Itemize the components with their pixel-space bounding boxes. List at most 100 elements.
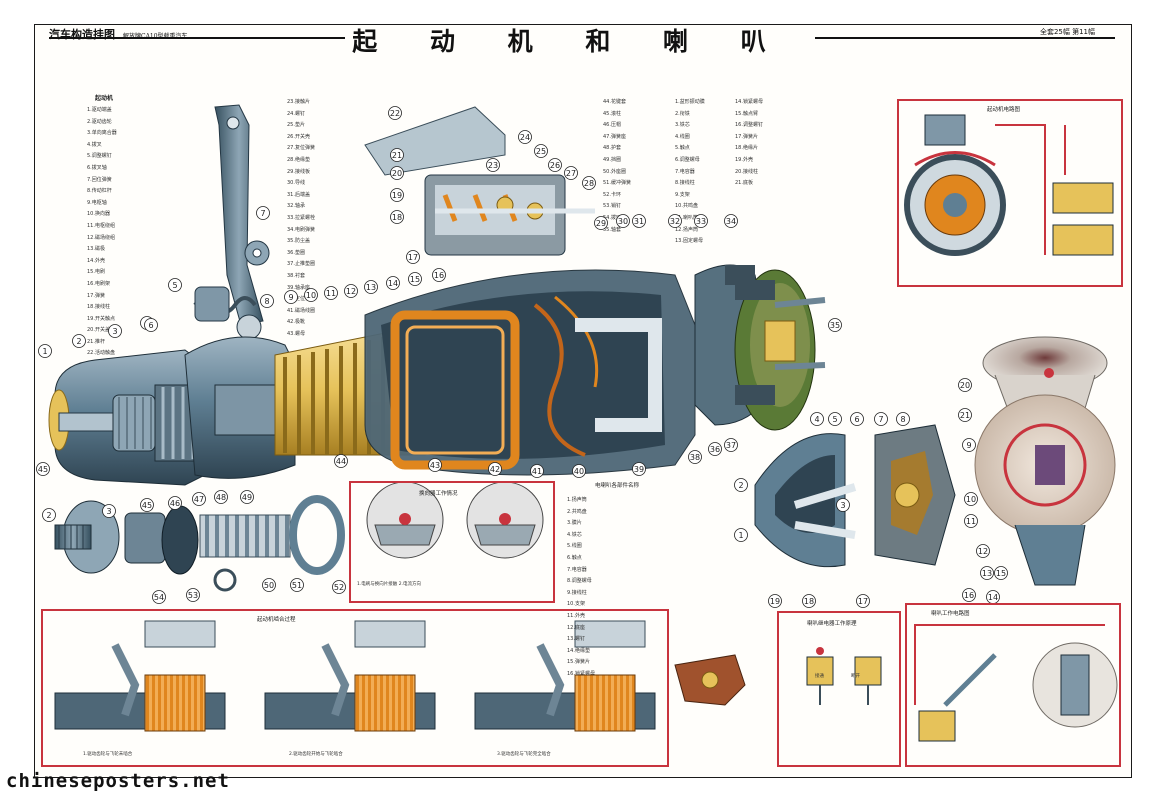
legend-item: 13.固定螺母 [675, 238, 703, 245]
callout-number: 4 [814, 415, 819, 424]
series-subtitle: 解放牌CA10型载重汽车 [123, 33, 188, 40]
legend-item: 48.护套 [603, 145, 621, 152]
legend-item: 6.触点 [567, 554, 582, 561]
header-rule-right [815, 37, 1115, 39]
legend-item: 14.绝缘垫 [567, 647, 590, 654]
callout-number: 28 [584, 179, 594, 188]
relay-caption-off: 断开 [851, 674, 860, 679]
callout-number: 33 [696, 217, 706, 226]
callout-starter-26: 26 [548, 158, 562, 172]
callout-starter-32: 32 [668, 214, 682, 228]
legend-item: 37.止推垫圈 [287, 261, 315, 268]
callout-number: 10 [306, 291, 316, 300]
legend-item: 35.防尘盖 [287, 238, 310, 245]
horn-legend-title: 电喇叭各部件名称 [595, 483, 640, 489]
horn-circuit-box: 喇叭工作电路图 [905, 603, 1121, 767]
callout-number: 1 [42, 347, 47, 356]
legend-item: 53.销钉 [603, 203, 621, 210]
callout-horn-10: 10 [964, 492, 978, 506]
callout-number: 16 [964, 591, 974, 600]
legend-item: 32.轴承 [287, 203, 305, 210]
callout-starter-38: 38 [688, 450, 702, 464]
legend-item: 18.绝缘片 [735, 145, 758, 152]
callout-number: 2 [76, 337, 81, 346]
callout-horn-2: 2 [734, 478, 748, 492]
callout-starter-27: 27 [564, 166, 578, 180]
legend-item: 41.磁场线圈 [287, 307, 315, 314]
lever-spring [193, 286, 262, 340]
legend-item: 15.电刷 [87, 269, 105, 276]
callout-starter-5: 5 [168, 278, 182, 292]
legend-item: 11.电枢绕组 [87, 222, 115, 229]
callout-number: 8 [264, 297, 269, 306]
legend-item: 22.活动触盘 [87, 350, 115, 357]
horn-trumpet [974, 336, 1116, 586]
legend-item: 19.开关触点 [87, 315, 115, 322]
callout-number: 31 [634, 217, 644, 226]
legend-item: 10.换向器 [87, 211, 110, 218]
legend-item: 9.电枢轴 [87, 199, 107, 206]
legend-item: 26.开关壳 [287, 133, 310, 140]
callout-clutch-2: 2 [42, 508, 56, 522]
legend-item: 5.调整螺钉 [87, 153, 112, 160]
callout-horn-16: 16 [962, 588, 976, 602]
legend-item: 39.轴承座 [287, 284, 310, 291]
legend-item: 1.扬声筒 [567, 497, 587, 503]
callout-starter-7: 7 [256, 206, 270, 220]
callout-number: 9 [966, 441, 971, 450]
callout-horn-3: 3 [836, 498, 850, 512]
legend-item: 23.接触片 [287, 99, 310, 105]
callout-number: 29 [596, 219, 606, 228]
callout-number: 50 [264, 581, 274, 590]
legend-item: 21.推杆 [87, 338, 105, 345]
legend-item: 28.绝缘垫 [287, 156, 310, 163]
legend-item: 44.花键套 [603, 99, 626, 105]
legend-item: 12.磁场绕组 [87, 234, 115, 241]
callout-starter-43: 43 [428, 458, 442, 472]
callout-starter-15: 15 [408, 272, 422, 286]
callout-number: 3 [112, 327, 117, 336]
engage-caption-2: 2.驱动齿轮开始与飞轮啮合 [289, 752, 343, 757]
callout-clutch-49: 49 [240, 490, 254, 504]
legend-item: 50.外座圈 [603, 168, 626, 175]
callout-number: 2 [46, 511, 51, 520]
callout-horn-1: 1 [734, 528, 748, 542]
callout-number: 9 [288, 293, 293, 302]
callout-number: 38 [690, 453, 700, 462]
callout-number: 20 [960, 381, 970, 390]
callout-clutch-3: 3 [102, 504, 116, 518]
callout-number: 15 [410, 275, 420, 284]
callout-horn-14: 14 [986, 590, 1000, 604]
callout-number: 10 [966, 495, 976, 504]
callout-starter-17: 17 [406, 250, 420, 264]
callout-number: 22 [390, 109, 400, 118]
legend-item: 13.磁极 [87, 246, 105, 253]
legend-item: 18.接线柱 [87, 304, 110, 311]
engage-sequence-art [54, 620, 656, 732]
callout-horn-5: 5 [828, 412, 842, 426]
legend-item: 16.锁紧螺母 [567, 670, 595, 677]
starter-legend-heading: 起动机 [95, 95, 114, 102]
callout-number: 8 [900, 415, 905, 424]
brush-end-plate [734, 269, 826, 431]
callout-starter-39: 39 [632, 462, 646, 476]
callout-horn-21: 21 [958, 408, 972, 422]
callout-number: 19 [770, 597, 780, 606]
legend-item: 21.底板 [735, 180, 753, 187]
callout-number: 26 [550, 161, 560, 170]
callout-starter-9: 9 [284, 290, 298, 304]
legend-item: 19.外壳 [735, 156, 753, 163]
callout-horn-19: 19 [768, 594, 782, 608]
callout-number: 23 [488, 161, 498, 170]
legend-item: 14.锁紧螺母 [735, 99, 763, 105]
callout-number: 18 [392, 213, 402, 222]
callout-number: 47 [194, 495, 204, 504]
callout-clutch-45: 45 [140, 498, 154, 512]
callout-number: 13 [982, 569, 992, 578]
legend-item: 20.接线柱 [735, 168, 758, 175]
callout-number: 27 [566, 169, 576, 178]
legend-item: 12.扬声筒 [675, 226, 698, 233]
poster-sheet: 汽车构造挂图解放牌CA10型载重汽车 起 动 机 和 喇 叭 全套25幅 第11… [34, 24, 1132, 778]
callout-starter-16: 16 [432, 268, 446, 282]
